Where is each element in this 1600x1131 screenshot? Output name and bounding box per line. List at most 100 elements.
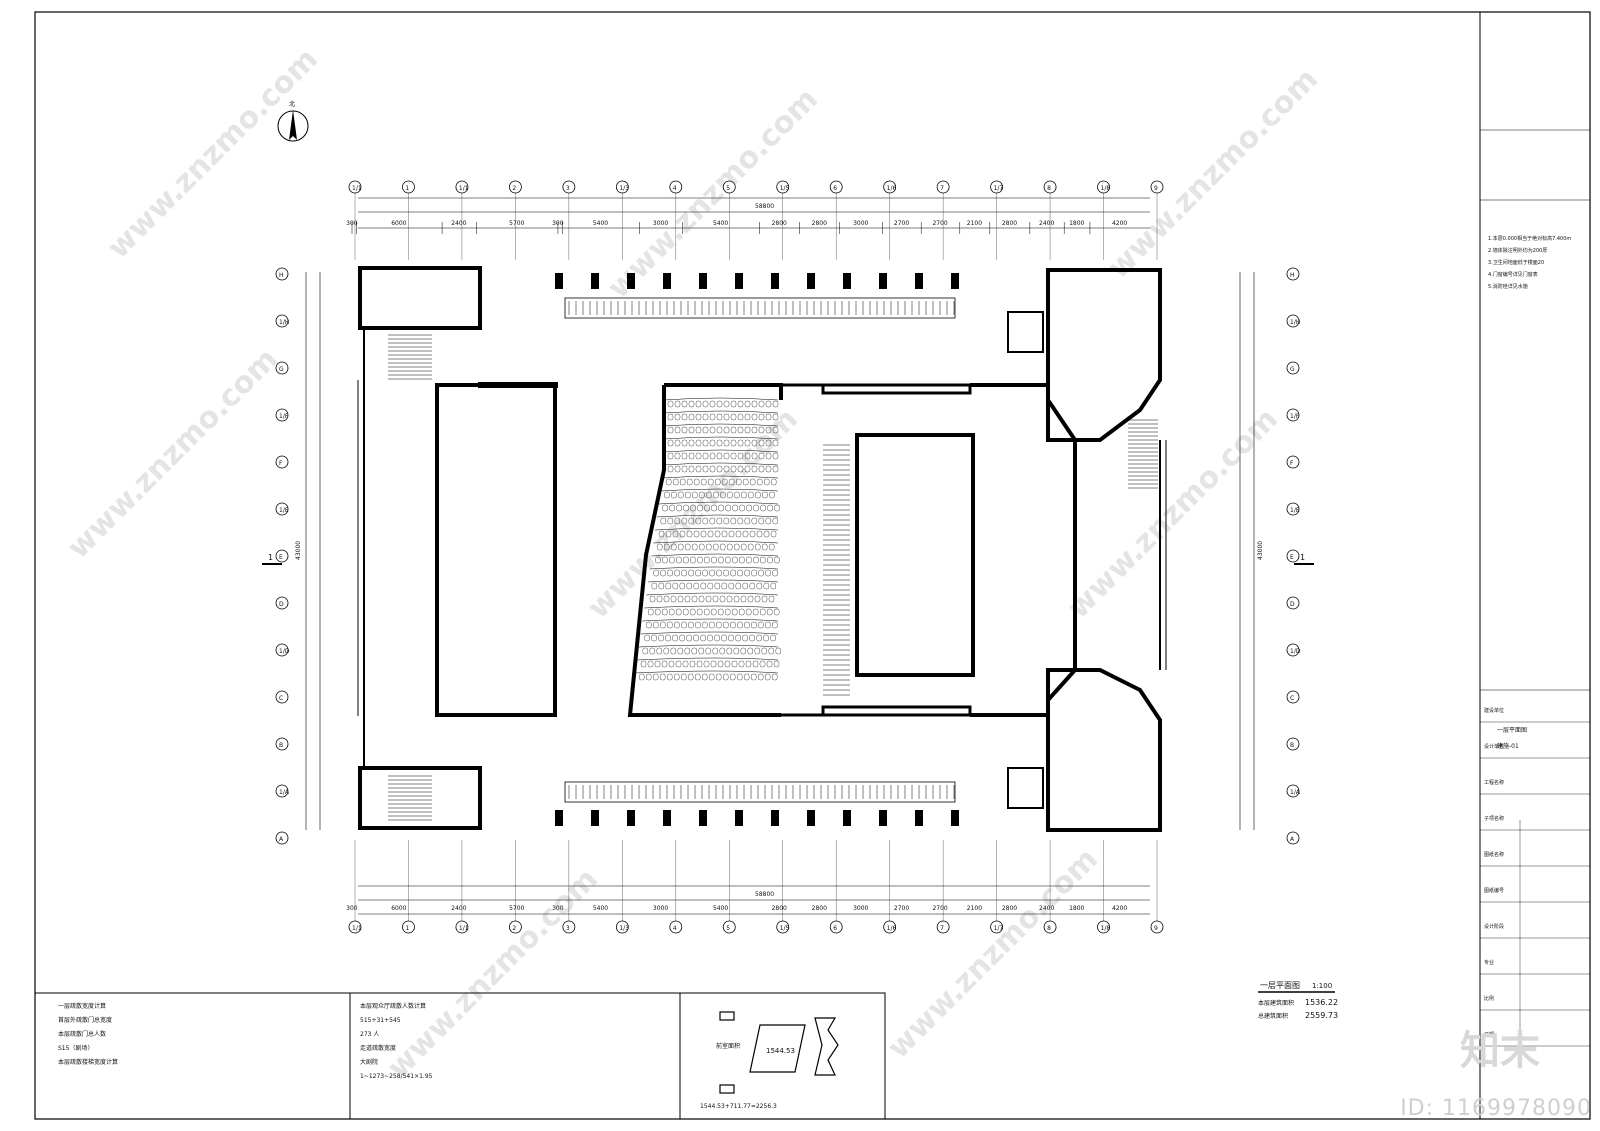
watermark-id: ID: 1169978090 bbox=[1400, 1096, 1592, 1121]
top-dimension-label: 5400 bbox=[713, 220, 728, 227]
column-axis-label: 1/1 bbox=[459, 185, 469, 192]
watermark-text: www.znzmo.com bbox=[1101, 62, 1325, 286]
building-walls bbox=[357, 266, 1167, 832]
row-axis-bubble bbox=[1286, 267, 1300, 281]
row-axis-label: B bbox=[279, 742, 283, 749]
row-axis-bubble bbox=[1286, 784, 1300, 798]
row-axis-bubble bbox=[1286, 455, 1300, 469]
seat-row bbox=[651, 553, 779, 557]
left-dimensions bbox=[305, 272, 1255, 830]
area-label-2: 总建筑面积 bbox=[1258, 1012, 1288, 1020]
row-axis-label: 1/D bbox=[1290, 648, 1301, 655]
title-block-label: 比例 bbox=[1484, 995, 1494, 1002]
height-dimension: 43000 bbox=[295, 541, 302, 560]
title-block-label: 工程名称 bbox=[1484, 779, 1504, 786]
column bbox=[951, 810, 959, 826]
title-block-label: 专业 bbox=[1484, 959, 1494, 966]
bottom-dimension-label: 2400 bbox=[1039, 905, 1054, 912]
top-dimension-label: 300 bbox=[346, 220, 358, 227]
area-diagram-value: 1544.53 bbox=[766, 1047, 795, 1055]
row-axis-bubble bbox=[275, 502, 289, 516]
column bbox=[951, 273, 959, 289]
watermark-text: www.znzmo.com bbox=[61, 342, 285, 566]
top-dimension-label: 2800 bbox=[772, 220, 787, 227]
seat-row bbox=[638, 644, 779, 648]
top-dimension-label: 2400 bbox=[451, 220, 466, 227]
column bbox=[771, 273, 779, 289]
row-axis-label: H bbox=[279, 272, 284, 279]
seat-row bbox=[663, 397, 779, 401]
column bbox=[663, 273, 671, 289]
column bbox=[915, 810, 923, 826]
row-axis-label: C bbox=[279, 695, 283, 702]
row-axis-label: C bbox=[1290, 695, 1294, 702]
column bbox=[735, 810, 743, 826]
row-axis-label: D bbox=[279, 601, 284, 608]
row-axis-bubble bbox=[275, 784, 289, 798]
note-line: S15（剧场） bbox=[58, 1044, 93, 1052]
column bbox=[807, 810, 815, 826]
height-dimension-right: 43000 bbox=[1257, 541, 1264, 560]
bench-south bbox=[564, 781, 956, 803]
row-axis-bubble bbox=[1286, 596, 1300, 610]
drawing-title-block: 一层平面图 1:100 本层建筑面积 1536.22 总建筑面积 2559.73 bbox=[1258, 981, 1338, 1020]
colonnade-columns bbox=[555, 273, 959, 826]
column-axis-label: 1/1 bbox=[352, 185, 362, 192]
seat-row bbox=[663, 462, 779, 466]
row-axis-bubble bbox=[1286, 690, 1300, 704]
row-axis-bubble bbox=[275, 314, 289, 328]
row-axis-bubble bbox=[1286, 502, 1300, 516]
bottom-dimension-label: 1800 bbox=[1069, 905, 1084, 912]
bottom-dimension-label: 2800 bbox=[772, 905, 787, 912]
row-axis-label: F bbox=[279, 460, 283, 467]
top-dimension-label: 2800 bbox=[812, 220, 827, 227]
note-line: 本层观众厅疏散人数计算 bbox=[360, 1002, 426, 1010]
right-note-line: 3.卫生间地面低于楼面20 bbox=[1488, 259, 1544, 266]
stair-tower-nw bbox=[358, 266, 482, 330]
note-line: 1~1273~258/541×1.95 bbox=[360, 1073, 433, 1080]
column-axis-label: 6 bbox=[833, 185, 837, 192]
area-diagram-label: 前室面积 bbox=[716, 1042, 740, 1050]
column-axis-label: 7 bbox=[940, 185, 944, 192]
column-axis-label: 4 bbox=[673, 185, 677, 192]
row-axis-bubble bbox=[275, 549, 289, 563]
area-diagram-formula: 1544.53+711.77=2256.3 bbox=[700, 1103, 777, 1110]
top-dimension-label: 5700 bbox=[509, 220, 524, 227]
column-axis-label: 7 bbox=[940, 925, 944, 932]
column bbox=[663, 810, 671, 826]
top-dimension-label: 2700 bbox=[932, 220, 947, 227]
row-axis-label: D bbox=[1290, 601, 1295, 608]
row-axis-bubble bbox=[275, 737, 289, 751]
seat-row bbox=[663, 410, 779, 414]
overall-dimension-bottom: 58800 bbox=[755, 891, 774, 898]
column-axis-label: 5 bbox=[726, 185, 730, 192]
column bbox=[807, 273, 815, 289]
seat-row bbox=[658, 501, 779, 505]
row-axis-bubble bbox=[275, 267, 289, 281]
drawing-scale: 1:100 bbox=[1312, 982, 1332, 990]
bottom-dimension-label: 6000 bbox=[391, 905, 406, 912]
note-line: 515+31+545 bbox=[360, 1017, 401, 1024]
stair-treads bbox=[388, 334, 1158, 821]
bottom-dimension-label: 3000 bbox=[853, 905, 868, 912]
row-axis-label: A bbox=[279, 836, 284, 843]
column bbox=[591, 810, 599, 826]
column-axis-label: 1/3 bbox=[619, 925, 629, 932]
title-block-label: 子项名称 bbox=[1484, 815, 1504, 822]
row-axis-bubble bbox=[1286, 361, 1300, 375]
row-axis-label: G bbox=[279, 366, 284, 373]
row-axis-label: G bbox=[1290, 366, 1295, 373]
bottom-dimension-label: 2800 bbox=[1002, 905, 1017, 912]
row-axis-label: 1/A bbox=[279, 789, 290, 796]
right-note-line: 1.本层0.000相当于绝对标高7.400m bbox=[1488, 235, 1571, 242]
watermark-brand: 知末 bbox=[1460, 1028, 1540, 1074]
column bbox=[591, 273, 599, 289]
column-axis-label: 1/1 bbox=[352, 925, 362, 932]
auditorium-seating bbox=[635, 397, 781, 681]
row-axis-bubble bbox=[1286, 737, 1300, 751]
title-block-label: 图纸名称 bbox=[1484, 851, 1504, 858]
right-notes: 1.本层0.000相当于绝对标高7.400m2.墙体除注明外均为200厚3.卫生… bbox=[1488, 235, 1571, 290]
drawing-title: 一层平面图 bbox=[1260, 981, 1300, 990]
